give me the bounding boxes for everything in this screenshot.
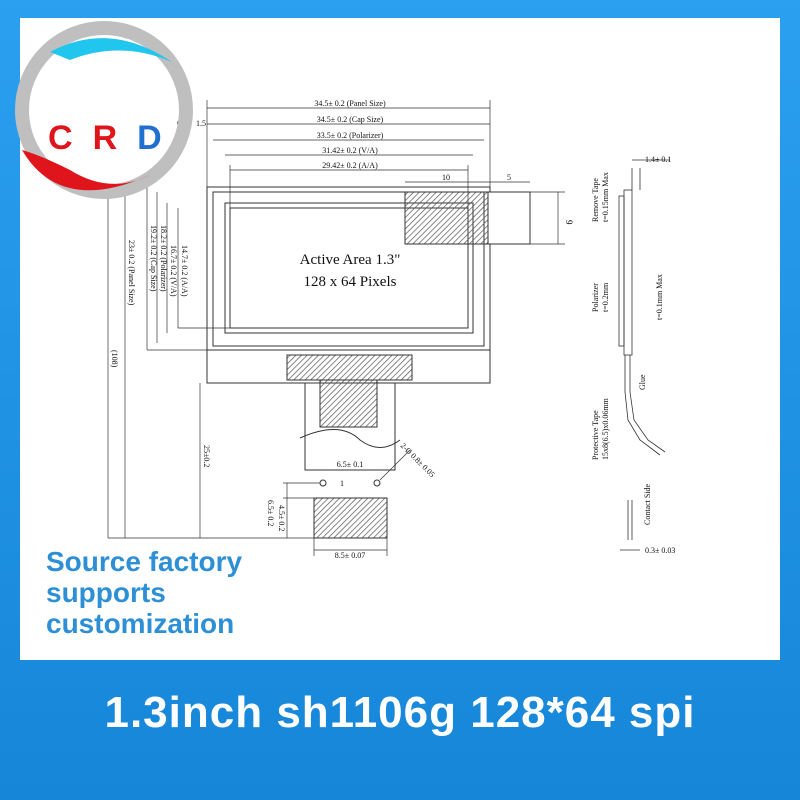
product-caption: 1.3inch sh1106g 128*64 spi [104, 688, 696, 737]
fpc-tail [286, 354, 413, 539]
top-dimension-labels: 34.5± 0.2 (Panel Size) 34.5± 0.2 (Cap Si… [177, 99, 511, 182]
logo-red-arc [22, 150, 150, 191]
crd-logo [15, 21, 193, 199]
logo-letter-c: C [48, 119, 73, 157]
dim-5: 5 [507, 173, 511, 182]
side-polarizer-t: t=0.2mm [601, 282, 610, 312]
dim-cap-size: 34.5± 0.2 (Cap Size) [317, 115, 384, 124]
dim-9: 9 [564, 220, 574, 225]
dim-panel-size: 34.5± 0.2 (Panel Size) [314, 99, 386, 108]
right-dimension [530, 191, 565, 245]
side-polarizer: Polarizer [591, 283, 600, 312]
dim-4p5: 4.5± 0.2 [277, 505, 286, 531]
logo-ring [15, 21, 193, 199]
dim-polarizer: 33.5± 0.2 (Polarizer) [317, 131, 384, 140]
side-tab [487, 191, 531, 245]
left-dimension-labels: 14.7± 0.2 (A/A) 16.7± 0.2 (V/A) 18.2± 0.… [110, 225, 211, 467]
dim-small-1: 1.5 [196, 119, 206, 128]
slogan-line-1: Source factory [46, 546, 243, 577]
side-view-labels: 1.4± 0.1 Remove Tape t=0.15mm Max Polari… [591, 155, 675, 555]
dim-left-cap: 19.2± 0.2 (Cap Size) [149, 225, 158, 292]
dim-6p5-02: 6.5± 0.2 [266, 500, 275, 526]
side-protective-tape: Protective Tape [591, 410, 600, 460]
side-tape-t: t=0.1mm Max [655, 274, 664, 320]
dim-left-aa: 14.7± 0.2 (A/A) [180, 245, 189, 297]
dim-6p5-01: 6.5± 0.1 [337, 460, 363, 469]
left-dimensions [107, 187, 314, 539]
side-view [618, 159, 670, 551]
side-contact: Contact Side [643, 483, 652, 525]
active-area-title: Active Area 1.3" [300, 252, 401, 268]
logo-letters: C R D [48, 119, 168, 158]
dim-left-pol: 18.2± 0.2 (Polarizer) [159, 225, 168, 292]
side-remove-tape: Remove Tape [591, 178, 600, 222]
logo-letter-r: R [92, 119, 118, 157]
side-glue: Glue [638, 374, 647, 390]
active-area-label: Active Area 1.3" 128 x 64 Pixels [300, 252, 401, 290]
dim-25: 25±0.2 [202, 445, 211, 467]
side-remove-tape-t: t=0.15mm Max [601, 172, 610, 222]
panel-outline [206, 186, 491, 384]
dim-10: 10 [442, 173, 450, 182]
logo-letter-d: D [137, 119, 162, 157]
slogan-line-3: customization [46, 608, 235, 639]
side-03: 0.3± 0.03 [645, 546, 675, 555]
slogan: Source factory supports customization [46, 546, 306, 639]
active-area-pixels: 128 x 64 Pixels [304, 274, 397, 290]
slogan-line-2: supports [46, 577, 166, 608]
side-thickness: 1.4± 0.1 [645, 155, 671, 164]
top-dimensions [206, 100, 530, 208]
dim-8p5: 8.5± 0.07 [335, 551, 365, 560]
logo-cyan-arc [50, 38, 172, 62]
dim-va: 31.42± 0.2 (V/A) [322, 146, 378, 155]
dim-left-total: (108) [110, 350, 119, 368]
dim-holes: 2-Ø 0.8± 0.05 [399, 441, 437, 479]
caption-reflection [70, 730, 770, 750]
dim-left-panel: 23± 0.2 (Panel Size) [127, 240, 136, 306]
fpc-dimensions [283, 449, 411, 556]
hatched-tab [404, 191, 489, 245]
dim-pin1: 1 [340, 479, 344, 488]
side-protective-size: 15x8(6.5)x0.06mm [601, 397, 610, 460]
dim-left-va: 16.7± 0.2 (V/A) [169, 245, 178, 297]
dim-aa: 29.42± 0.2 (A/A) [322, 161, 378, 170]
